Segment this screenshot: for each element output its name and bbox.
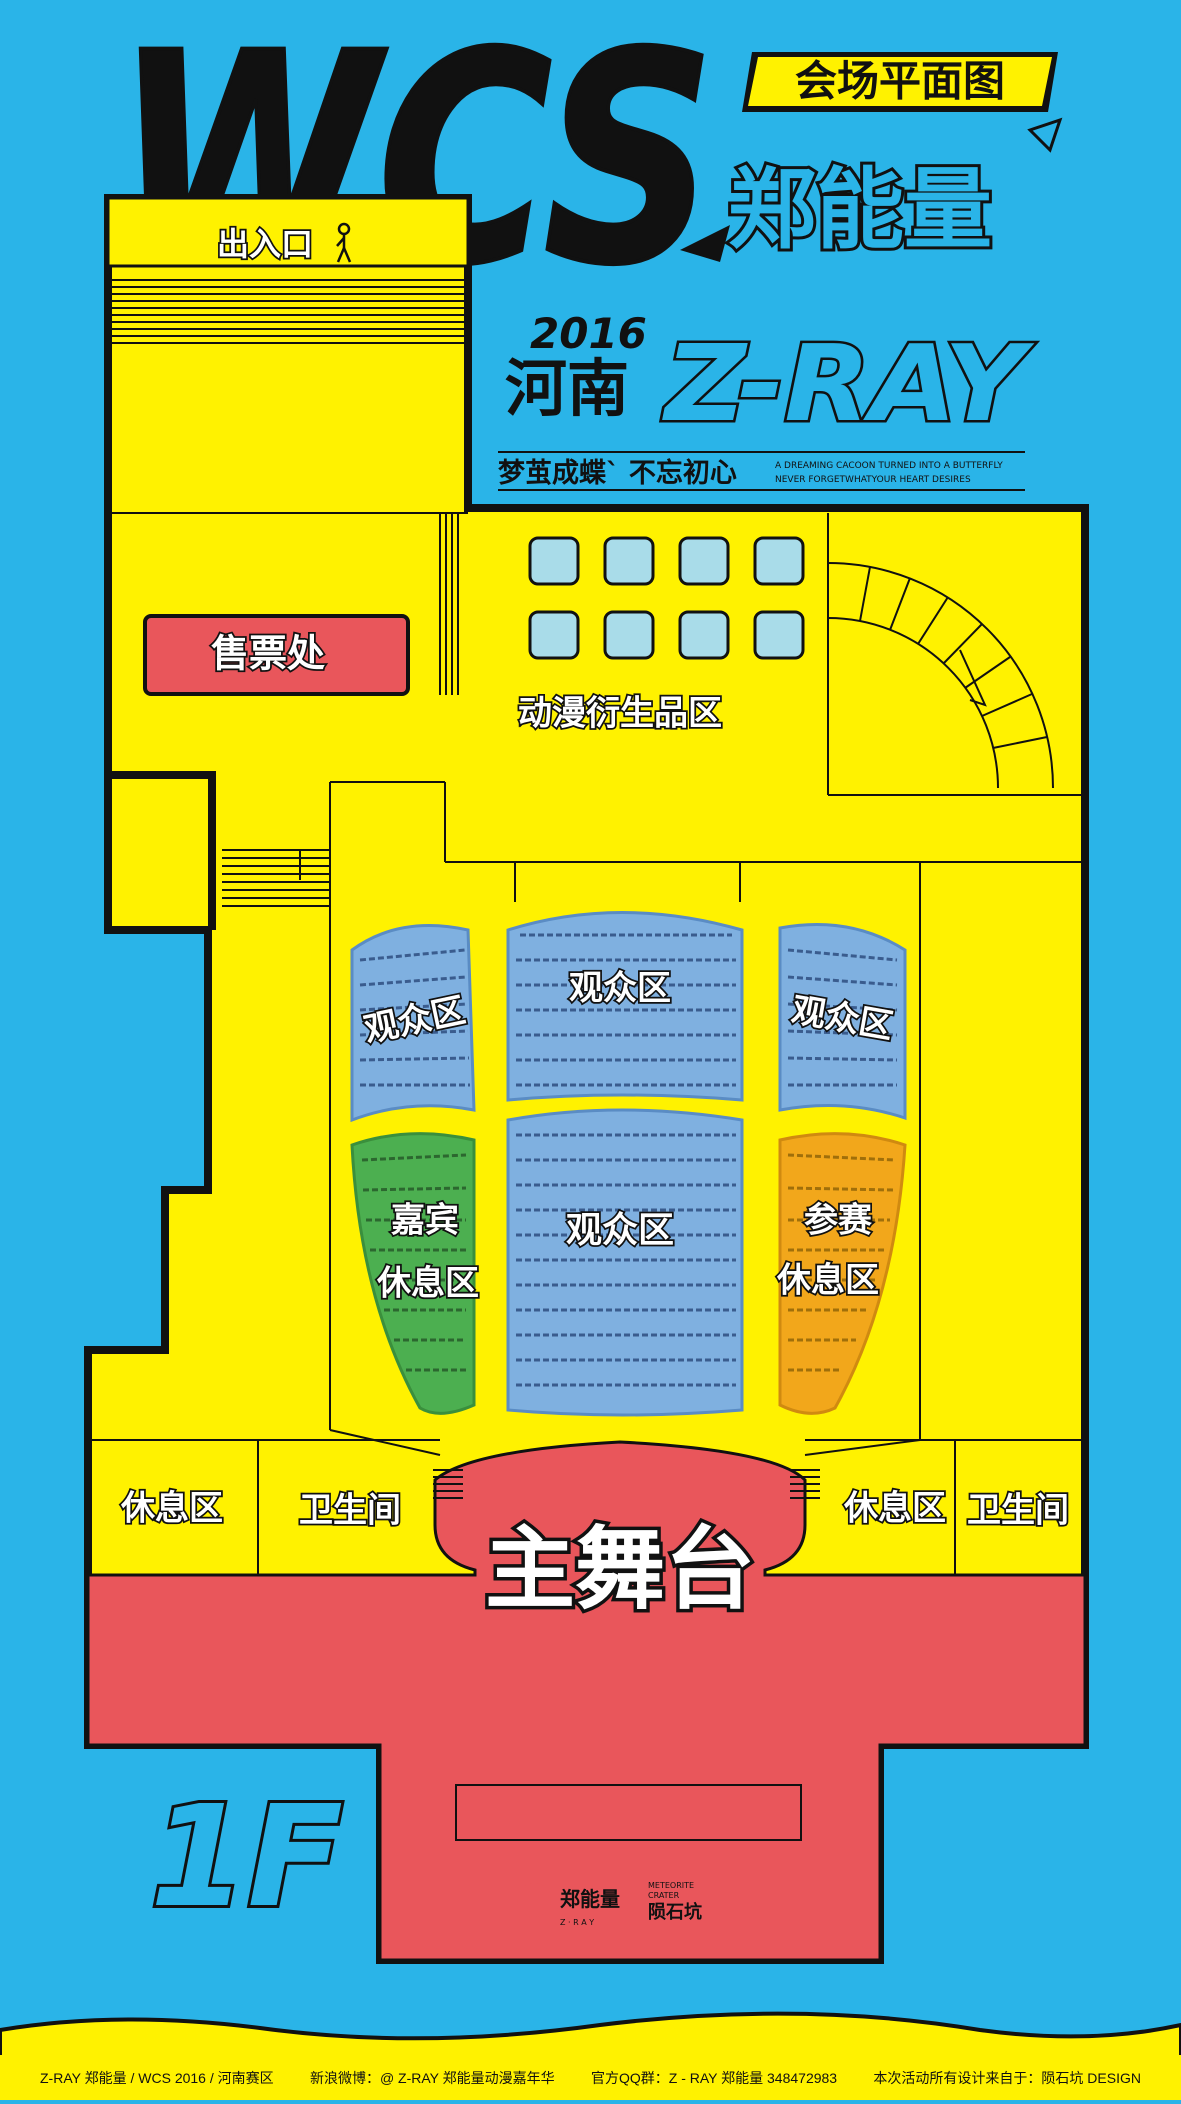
region-text: 河南: [505, 352, 629, 425]
meteorite-text-2: CRATER: [648, 1891, 680, 1900]
footer-item-design: 本次活动所有设计来自于：陨石坑 DESIGN: [873, 2069, 1141, 2086]
seat-rows: [359, 933, 898, 1387]
ticket-office-label: 售票处: [211, 632, 325, 676]
person-walking-icon: [336, 222, 352, 263]
seat-rows-contestant: [787, 1153, 896, 1372]
merch-area-label: 动漫衍生品区: [518, 694, 722, 734]
vip-lounge-label-1: 嘉宾: [391, 1201, 459, 1241]
lounge-left-label: 休息区: [120, 1489, 223, 1529]
contestant-lounge-area: [778, 1132, 907, 1415]
audience-area-left: [350, 924, 476, 1123]
entrance-label: 出入口: [217, 225, 313, 263]
left-stairs: [222, 849, 330, 907]
merch-booths: [528, 536, 805, 660]
audience-area-center-bottom: [506, 1108, 744, 1417]
entrance-area: [106, 196, 470, 268]
slogan-cn: 梦茧成蝶` 不忘初心: [498, 457, 737, 489]
floor-number: 1F: [150, 1776, 343, 1939]
stage-steps: [433, 1469, 820, 1499]
meteorite-text-cn: 陨石坑: [648, 1901, 702, 1923]
zray-logo-text: 郑能量: [560, 1887, 620, 1911]
badge-text: 会场平面图: [795, 57, 1005, 106]
wall: [108, 771, 216, 930]
footer-item-weibo: 新浪微博：@ Z-RAY 郑能量动漫嘉年华: [309, 2069, 555, 2086]
brand-cn: 郑能量: [728, 158, 992, 261]
spiral-stair: [827, 513, 1085, 796]
ticket-office: [143, 614, 410, 696]
deco-shard: [680, 225, 730, 262]
restroom-left-label: 卫生间: [299, 1491, 401, 1531]
contestant-lounge-label-2: 休息区: [776, 1261, 879, 1301]
lobby-stairs: [439, 513, 459, 695]
main-stage-label: 主舞台: [485, 1517, 755, 1622]
audience-center-top-label: 观众区: [569, 969, 671, 1009]
entrance-stairs: [112, 279, 464, 344]
seat-rows-lounges: [361, 1153, 467, 1372]
lounge-right-label: 休息区: [843, 1489, 946, 1529]
year-text: 2016: [530, 309, 647, 358]
main-stage-area: [86, 1440, 1087, 1962]
audience-center-bottom-label: 观众区: [566, 1210, 674, 1251]
zray-logo-sub: Z · R A Y: [560, 1918, 594, 1927]
footer-bar: Z-RAY 郑能量 / WCS 2016 / 河南赛区 新浪微博：@ Z-RAY…: [0, 2055, 1181, 2100]
zray-logo-icon: [517, 1883, 551, 1917]
venue-map-badge: 会场平面图: [742, 52, 1058, 112]
zray-text: Z-RAY: [662, 323, 1035, 445]
stage-platform: [455, 1784, 802, 1841]
restroom-right-label: 卫生间: [967, 1491, 1069, 1531]
slogan-en-1: A DREAMING CACOON TURNED INTO A BUTTERFL…: [775, 461, 1003, 471]
footer-item-brand: Z-RAY 郑能量 / WCS 2016 / 河南赛区: [40, 2069, 274, 2086]
deco-shard: [1027, 117, 1063, 153]
footer-item-qq: 官方QQ群：Z - RAY 郑能量 348472983: [590, 2069, 838, 2086]
audience-area-right: [778, 923, 907, 1121]
contestant-lounge-label-1: 参赛: [804, 1201, 873, 1241]
meteorite-text-1: METEORITE: [648, 1881, 694, 1890]
meteorite-crater-logo: METEORITE CRATER 陨石坑: [648, 1881, 702, 1923]
vip-lounge-area: [350, 1132, 476, 1415]
vip-lounge-label-2: 休息区: [376, 1264, 479, 1304]
slogan-en-2: NEVER FORGETWHATYOUR HEART DESIRES: [775, 475, 971, 485]
zray-logo: 郑能量 Z · R A Y: [517, 1883, 620, 1927]
